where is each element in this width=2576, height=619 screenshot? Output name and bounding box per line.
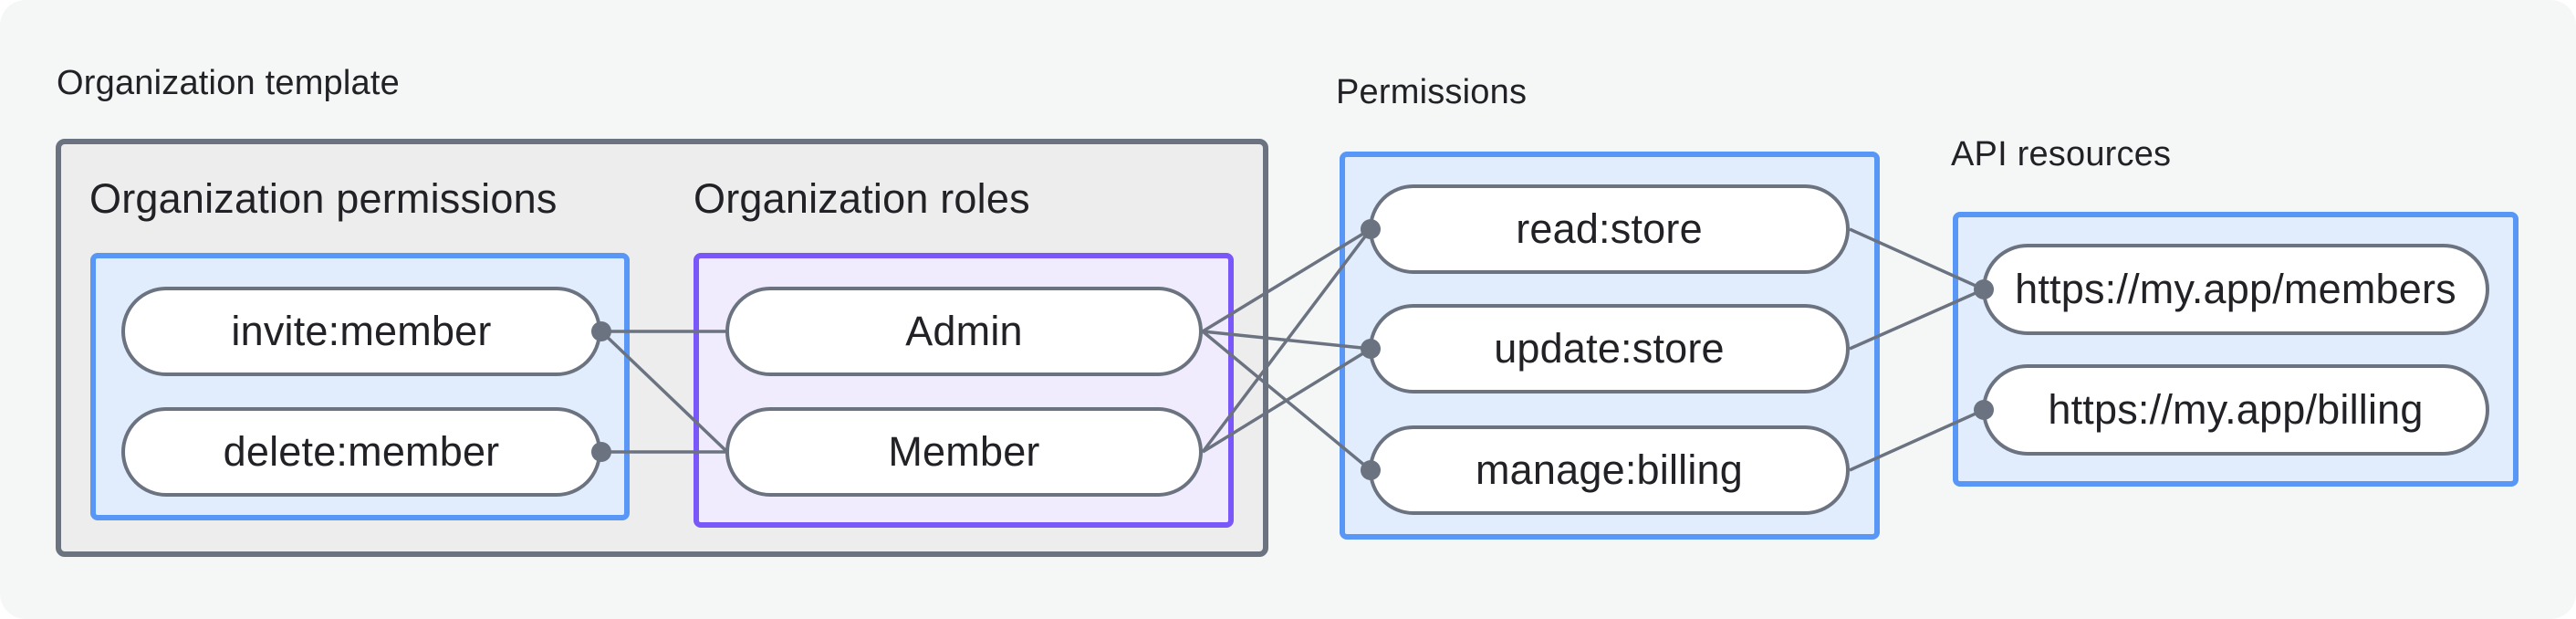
node-billing-resource: https://my.app/billing — [1982, 364, 2489, 456]
node-delete-member: delete:member — [121, 407, 601, 497]
organization-roles-label: Organization roles — [694, 175, 1030, 222]
node-update-store: update:store — [1369, 304, 1850, 393]
node-admin-role: Admin — [725, 287, 1203, 376]
api-resources-title: API resources — [1951, 135, 2172, 173]
node-read-store: read:store — [1369, 184, 1850, 274]
organization-template-title: Organization template — [57, 64, 400, 102]
node-members-resource: https://my.app/members — [1982, 244, 2489, 335]
permissions-title: Permissions — [1336, 73, 1528, 111]
node-manage-billing: manage:billing — [1369, 425, 1850, 515]
node-invite-member: invite:member — [121, 287, 601, 376]
node-member-role: Member — [725, 407, 1203, 497]
organization-permissions-label: Organization permissions — [89, 175, 558, 222]
